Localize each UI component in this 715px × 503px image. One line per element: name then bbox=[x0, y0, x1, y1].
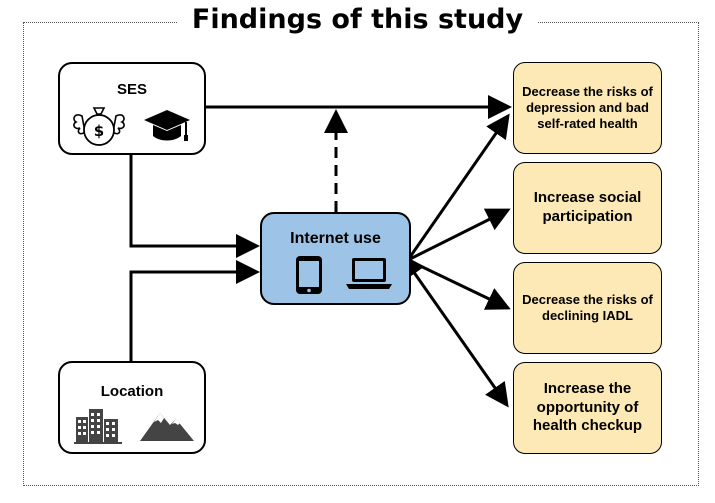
ses-label: SES bbox=[116, 81, 147, 98]
arrow-internet-health-checkup bbox=[400, 253, 509, 408]
outcome-declining-iadl: Decrease the risks of declining IADL bbox=[513, 262, 662, 354]
laptop-icon bbox=[346, 258, 392, 289]
arrow-internet-to-depression bbox=[408, 113, 510, 258]
diagram-title: Findings of this study bbox=[0, 4, 715, 35]
svg-text:$: $ bbox=[94, 122, 104, 140]
graduation-cap-icon bbox=[144, 110, 190, 141]
internet-use-label: Internet use bbox=[290, 230, 381, 247]
outcome-social-participation: Increase social participation bbox=[513, 162, 662, 254]
arrow-internet-to-iadl bbox=[409, 259, 511, 310]
location-label: Location bbox=[100, 383, 164, 400]
ses-box: SES $ bbox=[58, 62, 206, 155]
arrow-location-to-internet bbox=[129, 260, 260, 361]
money-bag-icon: $ bbox=[73, 107, 125, 146]
outcome-depression-health: Decrease the risks of depression and bad… bbox=[513, 62, 662, 154]
smartphone-icon bbox=[296, 256, 322, 294]
arrow-internet-to-social bbox=[409, 208, 511, 261]
outcome-health-checkup: Increase the opportunity of health check… bbox=[513, 362, 662, 454]
mountain-icon bbox=[140, 413, 194, 441]
city-buildings-icon bbox=[74, 409, 122, 444]
location-box: Location bbox=[58, 361, 206, 454]
internet-use-box: Internet use bbox=[260, 212, 411, 305]
arrow-ses-to-internet bbox=[129, 155, 260, 258]
